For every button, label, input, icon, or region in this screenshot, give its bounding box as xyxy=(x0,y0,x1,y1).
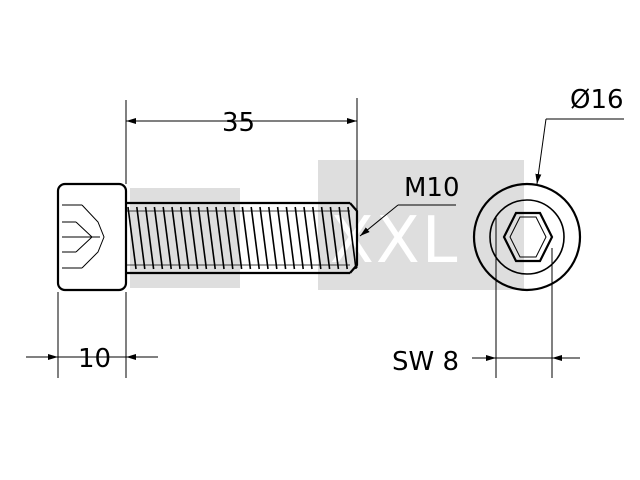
thread-crest xyxy=(206,206,216,270)
dimension-length: 35 xyxy=(125,98,358,268)
thread-crest xyxy=(162,206,172,270)
thread-crest xyxy=(232,206,243,270)
thread-crest xyxy=(303,206,313,270)
thread-crest xyxy=(127,206,137,270)
thread-crest xyxy=(144,206,155,270)
thread-crest xyxy=(153,206,164,270)
thread-crest xyxy=(250,206,260,270)
thread-crest xyxy=(188,206,199,270)
thread-crest xyxy=(241,206,252,270)
thread-callout-label: M10 xyxy=(404,173,460,203)
socket-hidden-lines xyxy=(62,204,105,269)
thread-lines xyxy=(126,206,357,270)
hex-socket-inner xyxy=(509,216,547,258)
thread-crest xyxy=(285,206,296,270)
socket-circle xyxy=(489,199,565,275)
dimension-length-label: 35 xyxy=(222,108,255,138)
thread-crest xyxy=(215,206,225,270)
head-outer-circle xyxy=(472,182,582,292)
thread-crest xyxy=(171,206,181,270)
watermark-text: XXL xyxy=(330,204,459,278)
thread-crest xyxy=(268,206,278,270)
diameter-callout: Ø16 xyxy=(535,85,624,185)
dimension-head-length-label: 10 xyxy=(78,344,111,374)
thread-crest xyxy=(329,206,340,270)
thread-crest xyxy=(180,206,190,270)
watermark: XXL xyxy=(130,160,524,290)
thread-callout: M10 xyxy=(359,173,460,237)
thread-crest xyxy=(312,206,322,270)
dimension-head-length: 10 xyxy=(26,292,158,378)
diameter-callout-label: Ø16 xyxy=(570,85,624,115)
thread-crest xyxy=(320,206,331,270)
hex-socket xyxy=(502,211,554,263)
thread-crest xyxy=(136,206,146,270)
bolt-side-view xyxy=(56,182,359,292)
dimension-socket-size: SW 8 xyxy=(392,347,580,377)
thread-crest xyxy=(197,206,208,270)
bolt-head xyxy=(56,182,128,292)
thread-crest xyxy=(294,206,304,270)
thread-crest xyxy=(276,206,287,270)
bolt-end-view xyxy=(472,182,582,378)
dimension-socket-size-label: SW 8 xyxy=(392,347,459,377)
thread-crest xyxy=(347,206,357,270)
thread-crest xyxy=(259,206,269,270)
thread-crest xyxy=(338,206,348,270)
thread-crest xyxy=(224,206,234,270)
watermark-box xyxy=(318,160,524,290)
